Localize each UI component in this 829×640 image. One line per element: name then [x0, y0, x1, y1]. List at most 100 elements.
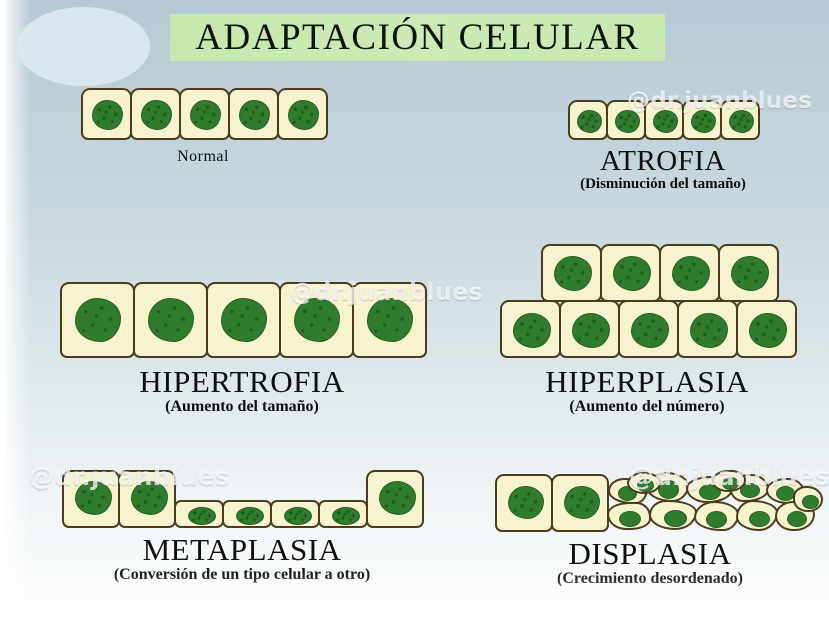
cell	[617, 300, 679, 358]
metaplasia-subtitle: (Conversión de un tipo celular a otro)	[113, 566, 371, 583]
hiperplasia-top-row	[477, 244, 817, 302]
nucleus	[512, 313, 551, 348]
cell	[132, 282, 208, 358]
nucleus	[637, 479, 654, 492]
cell-dysplastic	[649, 500, 697, 530]
cell	[682, 100, 722, 140]
cell	[541, 244, 602, 302]
cell	[568, 100, 608, 140]
normal-cell-row	[80, 88, 328, 140]
atrofia-label: ATROFIA	[600, 145, 726, 177]
cell-squamous	[222, 500, 272, 528]
decorative-ellipse	[17, 7, 150, 86]
section-hiperplasia: HIPERPLASIA (Aumento del número)	[477, 244, 817, 416]
cell	[558, 300, 620, 358]
nucleus	[615, 110, 640, 133]
displasia-cell-field	[475, 470, 825, 532]
hipertrofia-subtitle: (Aumento del tamaño)	[165, 398, 319, 415]
nucleus	[74, 298, 121, 342]
nucleus	[619, 511, 641, 527]
nucleus	[672, 256, 710, 291]
cell	[227, 88, 279, 140]
normal-label: Normal	[177, 148, 229, 165]
cell	[718, 244, 779, 302]
metaplasia-caption: METAPLASIA (Conversión de un tipo celula…	[47, 532, 437, 584]
nucleus	[787, 511, 807, 527]
atrofia-subtitle: (Disminución del tamaño)	[580, 176, 746, 192]
title-banner: ADAPTACIÓN CELULAR	[170, 14, 665, 61]
cell-squamous	[174, 500, 224, 528]
page-title: ADAPTACIÓN CELULAR	[195, 17, 640, 58]
nucleus	[748, 313, 787, 348]
nucleus	[691, 110, 716, 133]
cell-normal	[495, 474, 553, 532]
nucleus	[740, 483, 760, 498]
nucleus	[293, 298, 340, 342]
nucleus	[287, 100, 319, 130]
cell	[720, 100, 760, 140]
hipertrofia-cell-row	[57, 282, 427, 358]
nucleus	[189, 100, 221, 130]
nucleus	[379, 481, 416, 515]
cell	[80, 88, 132, 140]
normal-caption: Normal	[83, 148, 323, 166]
nucleus	[689, 313, 728, 348]
cell-squamous	[270, 500, 320, 528]
section-normal: Normal	[80, 88, 328, 166]
nucleus	[238, 100, 270, 130]
cell-dysplastic	[627, 472, 661, 494]
hiperplasia-bottom-row	[477, 300, 817, 358]
cell	[278, 282, 354, 358]
cell	[351, 282, 427, 358]
hiperplasia-subtitle: (Aumento del número)	[569, 398, 725, 415]
cell-dysplastic	[712, 470, 746, 492]
nucleus	[188, 507, 216, 525]
hiperplasia-caption: HIPERPLASIA (Aumento del número)	[477, 364, 817, 416]
cell	[600, 244, 661, 302]
atrofia-caption: ATROFIA (Disminución del tamaño)	[523, 145, 803, 193]
nucleus	[630, 313, 669, 348]
cell-dysplastic	[607, 502, 651, 530]
nucleus	[332, 507, 360, 525]
nucleus	[554, 256, 592, 291]
nucleus	[706, 511, 727, 528]
displasia-subtitle: (Crecimiento desordenado)	[557, 570, 743, 587]
cell-columnar	[366, 470, 424, 528]
nucleus	[236, 507, 264, 525]
cell	[205, 282, 281, 358]
atrofia-cell-row	[523, 100, 803, 140]
nucleus	[284, 507, 312, 525]
cell	[59, 282, 135, 358]
nucleus	[731, 256, 769, 291]
displasia-label: DISPLASIA	[568, 536, 732, 571]
left-edge-light	[5, 0, 31, 640]
nucleus	[613, 256, 651, 291]
cell	[676, 300, 738, 358]
nucleus	[577, 110, 602, 133]
cell-dysplastic	[694, 501, 739, 531]
nucleus	[664, 510, 687, 527]
metaplasia-label: METAPLASIA	[142, 532, 342, 567]
cell	[276, 88, 328, 140]
hipertrofia-label: HIPERTROFIA	[139, 364, 345, 399]
section-displasia: DISPLASIA (Crecimiento desordenado)	[475, 470, 825, 590]
cell-columnar	[62, 470, 120, 528]
nucleus	[140, 100, 172, 130]
nucleus	[571, 313, 610, 348]
cell	[644, 100, 684, 140]
nucleus	[564, 486, 600, 519]
nucleus	[722, 477, 739, 490]
cell	[606, 100, 646, 140]
nucleus	[653, 110, 678, 133]
cell-dysplastic	[736, 500, 778, 531]
metaplasia-cell-row	[47, 470, 437, 528]
cell-squamous	[318, 500, 368, 528]
nucleus	[729, 110, 754, 133]
hiperplasia-label: HIPERPLASIA	[545, 364, 749, 399]
cell	[129, 88, 181, 140]
section-hipertrofia: HIPERTROFIA (Aumento del tamaño)	[57, 282, 427, 416]
cell	[499, 300, 561, 358]
nucleus	[802, 495, 819, 509]
nucleus	[658, 480, 679, 499]
